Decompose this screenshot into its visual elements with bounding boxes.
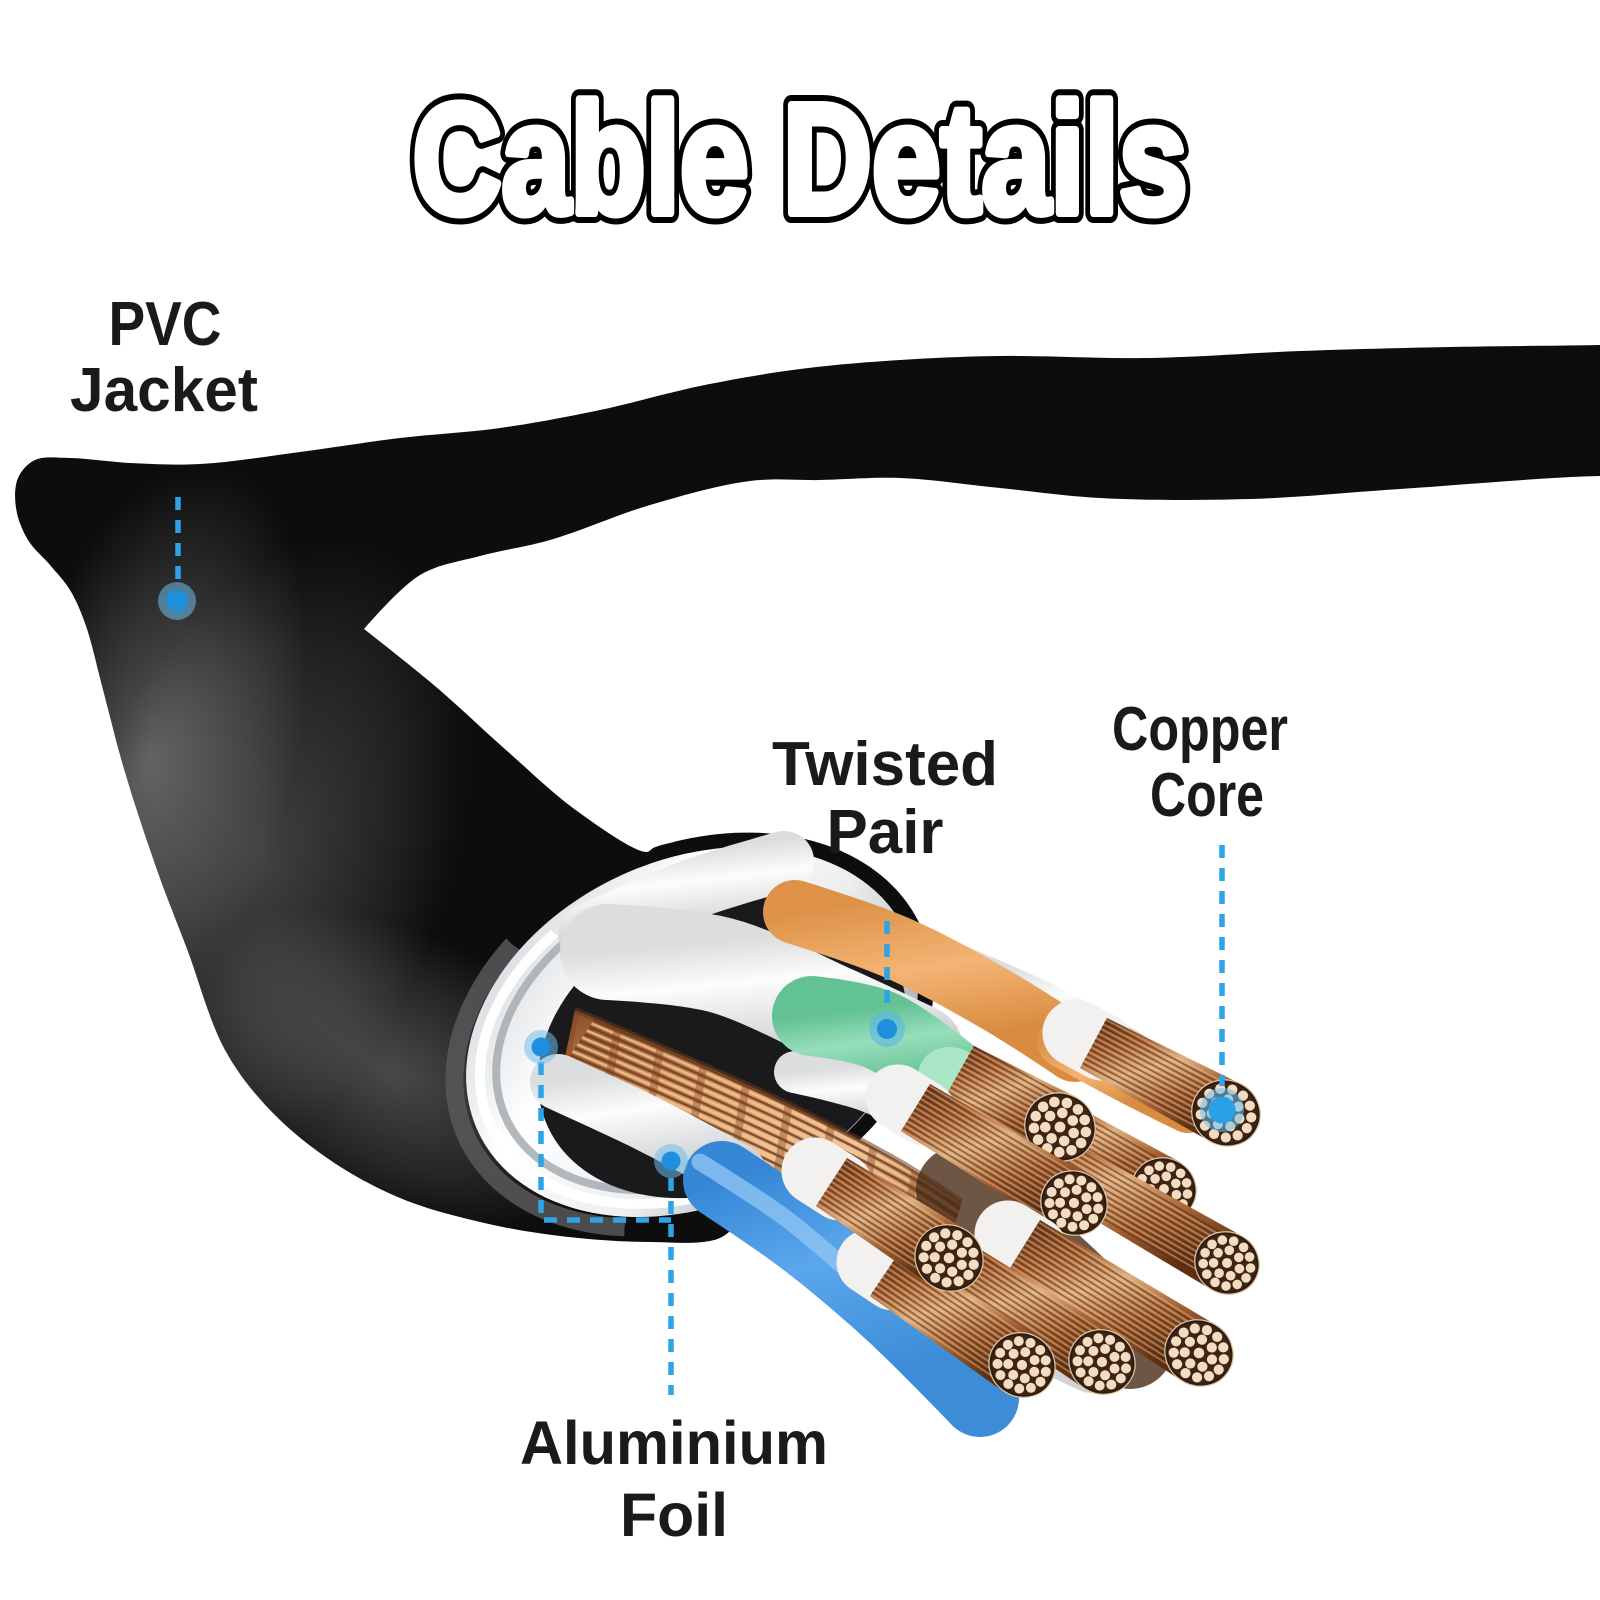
svg-text:PVC: PVC [109,290,222,359]
svg-text:Copper: Copper [1112,695,1288,764]
svg-text:Aluminium: Aluminium [520,1409,828,1477]
svg-text:Core: Core [1150,761,1264,830]
svg-text:Pair: Pair [827,798,944,867]
svg-text:Jacket: Jacket [70,356,258,425]
svg-text:Foil: Foil [620,1481,728,1549]
svg-text:Twisted: Twisted [772,730,998,799]
svg-text:Cable Details: Cable Details [413,72,1188,247]
svg-text:Cable Details: Cable Details [413,72,1188,247]
